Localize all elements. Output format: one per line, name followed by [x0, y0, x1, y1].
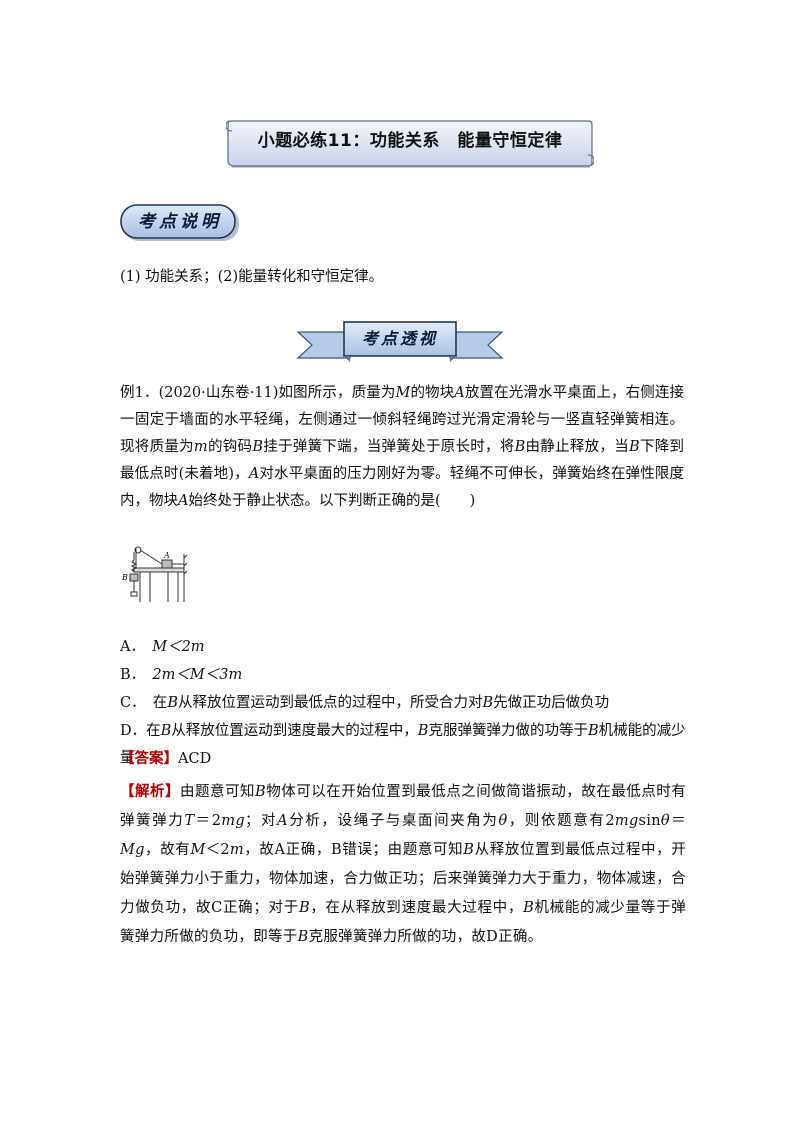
physics-diagram: A B [120, 544, 190, 604]
title-banner: 小题必练11：功能关系 能量守恒定律 [226, 118, 594, 168]
option-b: B． 2m＜M＜3m [120, 667, 243, 683]
page-title: 小题必练11：功能关系 能量守恒定律 [257, 131, 563, 151]
option-c: C． 在B从释放位置运动到最低点的过程中，所受合力对B先做正功后做负功 [120, 695, 610, 711]
answer-line: 【答案】ACD [120, 746, 211, 773]
badge-label: 考点说明 [138, 212, 222, 232]
ribbon-shape [296, 321, 504, 362]
pulley-spring-block-figure: A B [121, 546, 188, 602]
answer-tag: 【答案】 [120, 751, 178, 767]
section-badge-kaodian-toushi: 考点透视 [296, 318, 504, 366]
answer-value: ACD [178, 751, 212, 767]
section-badge-kaodian-shuoming: 考点说明 [120, 204, 240, 242]
analysis-tag: 【解析】 [120, 784, 181, 800]
badge-label: 考点透视 [361, 329, 438, 348]
badge-shape [120, 204, 239, 241]
option-a: A． M＜2m [120, 639, 205, 655]
figure-label-b: B [121, 573, 128, 582]
intro-text: (1) 功能关系；(2)能量转化和守恒定律。 [120, 269, 384, 285]
scroll-banner-graphic [226, 120, 594, 168]
option-d: D．在B从释放位置运动到速度最大的过程中，B克服弹簧弹力做的功等于B机械能的减少… [120, 723, 686, 766]
question-text: 例1．(2020·山东卷·11)如图所示，质量为M的物块A放置在光滑水平桌面上，… [120, 385, 685, 509]
analysis-text: 【解析】由题意可知B物体可以在开始位置到最低点之间做简谐振动，故在最低点时有弹簧… [120, 784, 687, 945]
figure-label-a: A [163, 551, 170, 560]
